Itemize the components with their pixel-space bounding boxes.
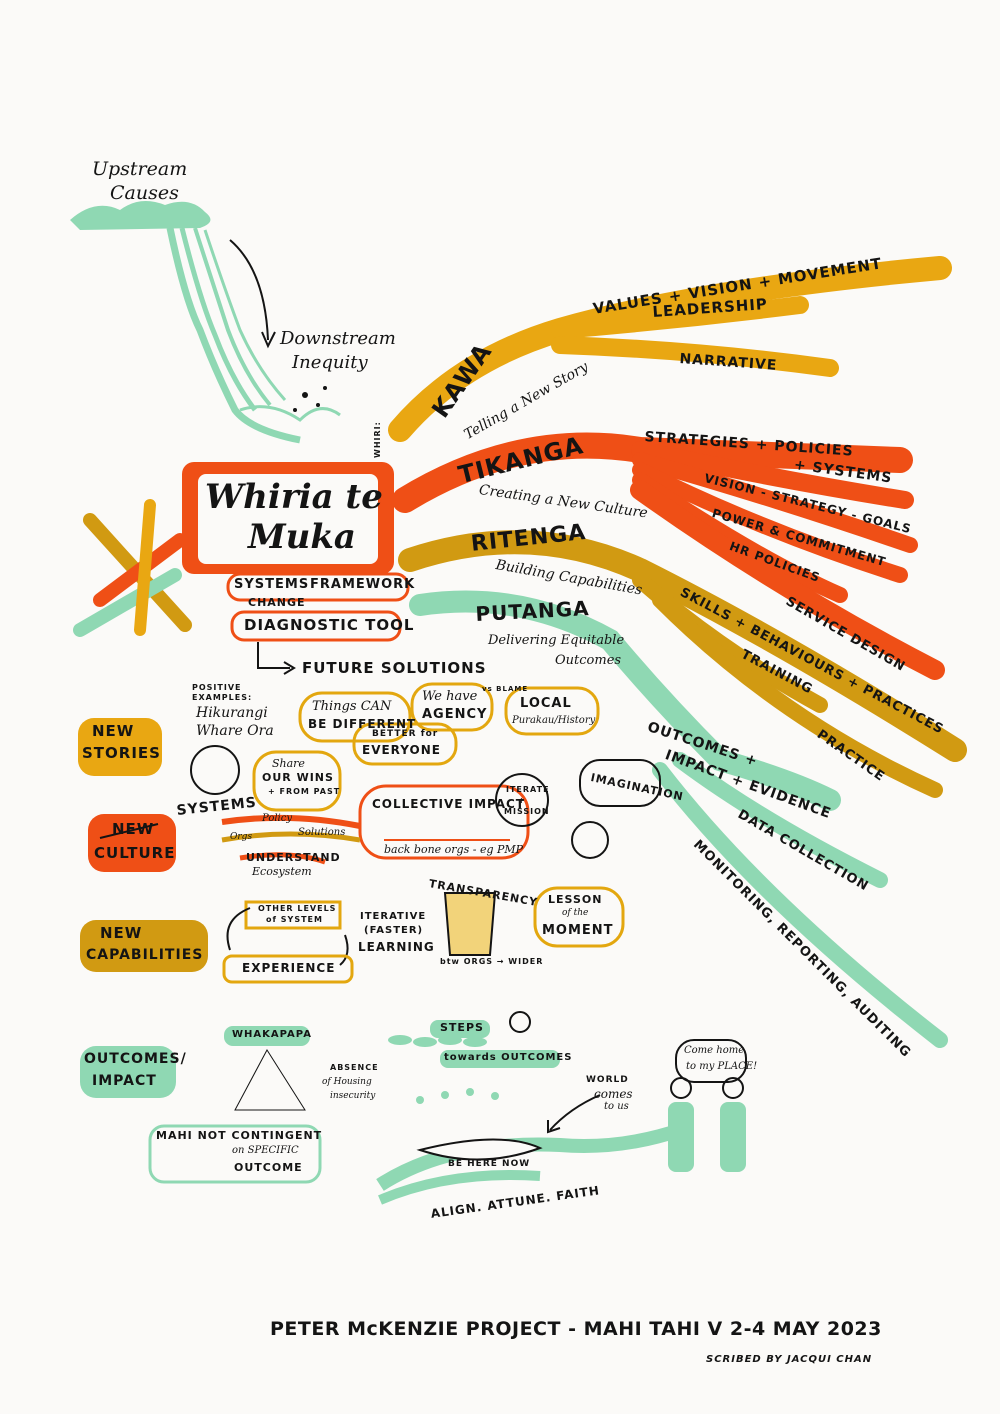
new-culture-label-line1: NEW [112, 820, 155, 838]
kawa-strand [388, 256, 952, 442]
systems-label: SYSTEMS [234, 577, 310, 592]
framework-label: FRAMEWORK [310, 577, 416, 592]
things-can-line1: Things CAN [312, 699, 392, 714]
new-culture-label-line2: CULTURE [94, 844, 176, 862]
policy-label: Policy [262, 813, 292, 824]
whakapapa-label: WHAKAPAPA [232, 1029, 312, 1040]
upstream-label-line1: Upstream [92, 158, 188, 180]
new-capabilities-label-line2: CAPABILITIES [86, 947, 204, 963]
mahi-line3: OUTCOME [234, 1161, 303, 1174]
come-home-line1: Come home [684, 1045, 745, 1056]
steps-line2: towards OUTCOMES [444, 1052, 573, 1063]
absence-line2: of Housing [322, 1077, 372, 1087]
iterate-line1: ITERATE [506, 785, 550, 794]
putanga-title: PUTANGA [474, 596, 591, 626]
better-line1: BETTER for [372, 729, 439, 739]
outcomes-diagram [148, 1011, 747, 1205]
outcomes-impact-label-line2: IMPACT [92, 1073, 157, 1089]
tikanga-strand [392, 432, 945, 680]
absence-line3: insecurity [330, 1091, 376, 1101]
diagnostic-tool-label: DIAGNOSTIC TOOL [244, 616, 415, 634]
solutions-label: Solutions [298, 827, 346, 838]
collective-impact-label: COLLECTIVE IMPACT [372, 797, 525, 811]
framework-boxes [226, 572, 410, 675]
systems-stripes [221, 814, 361, 865]
collective-impact-box [99, 759, 661, 860]
iterative-line1: ITERATIVE [360, 911, 427, 922]
story-bubbles [190, 682, 600, 812]
iterative-line3: LEARNING [358, 940, 435, 954]
vs-blame: vs BLAME [482, 685, 529, 693]
new-stories-label-line2: STORIES [82, 744, 161, 762]
woven-strands-icon [73, 499, 192, 637]
center-title-line1: Whiria te [205, 477, 383, 517]
putanga-subtitle-line2: Outcomes [555, 653, 622, 668]
future-solutions-label: FUTURE SOLUTIONS [302, 659, 487, 677]
orgs-label: Orgs [230, 832, 253, 842]
be-here-now: BE HERE NOW [448, 1159, 531, 1169]
hikurangi-line1: Hikurangi [196, 705, 268, 721]
mahi-line2: on SPECIFIC [232, 1145, 299, 1156]
share-line3: + FROM PAST [268, 787, 341, 796]
waterfall-illustration [70, 201, 341, 444]
section-label-blobs [78, 718, 208, 1098]
experience-label: EXPERIENCE [242, 961, 336, 975]
things-can-line2: BE DIFFERENT [308, 717, 417, 731]
btw-orgs-label: btw ORGS → WIDER [440, 957, 544, 966]
new-capabilities-label-line1: NEW [100, 924, 143, 942]
lesson-line2: of the [562, 908, 589, 918]
backbone-label: back bone orgs - eg PMP [384, 843, 524, 856]
local-line1: LOCAL [520, 696, 572, 711]
lesson-line3: MOMENT [542, 923, 614, 938]
capabilities-diagram [222, 886, 625, 984]
hikurangi-line2: Whare Ora [196, 723, 274, 739]
share-line1: Share [272, 757, 305, 770]
steps-line1: STEPS [440, 1021, 484, 1034]
world-line2: comes [594, 1087, 633, 1101]
footer-title: PETER McKENZIE PROJECT - MAHI TAHI V 2-4… [270, 1318, 882, 1340]
world-line1: WORLD [586, 1075, 629, 1085]
understand-line1: UNDERSTAND [246, 851, 341, 864]
positive-examples-line1: POSITIVE [192, 683, 242, 692]
iterate-line3: MISSION [504, 807, 550, 816]
local-line2: Purakau/History [512, 715, 596, 726]
change-label: CHANGE [248, 596, 306, 609]
mahi-line1: MAHI NOT CONTINGENT [156, 1129, 323, 1142]
understand-line2: Ecosystem [252, 865, 312, 878]
center-frame [182, 462, 394, 574]
share-line2: OUR WINS [262, 771, 334, 784]
center-title-line2: Muka [248, 517, 356, 557]
lesson-line1: LESSON [548, 893, 603, 906]
footer-credit: SCRIBED BY JACQUI CHAN [706, 1354, 873, 1365]
new-stories-label-line1: NEW [92, 722, 135, 740]
downstream-label-line1: Downstream [280, 328, 396, 349]
iterative-line2: (FASTER) [364, 925, 424, 936]
absence-line1: ABSENCE [330, 1063, 379, 1072]
other-levels-line2: of SYSTEM [266, 915, 323, 924]
agency-line2: AGENCY [422, 707, 488, 722]
other-levels-line1: OTHER LEVELS [258, 904, 337, 913]
positive-examples-line2: EXAMPLES: [192, 693, 253, 702]
putanga-strand [409, 590, 948, 1048]
world-line3: to us [604, 1101, 629, 1112]
better-line2: EVERYONE [362, 743, 441, 757]
putanga-subtitle-line1: Delivering Equitable [488, 633, 625, 648]
come-home-line2: to my PLACE! [686, 1061, 758, 1072]
ritenga-strand [398, 530, 967, 798]
outcomes-impact-label-line1: OUTCOMES/ [84, 1051, 187, 1067]
upstream-label-line2: Causes [110, 182, 179, 204]
downstream-label-line2: Inequity [292, 352, 368, 373]
whiri-label: WHIRI: [373, 421, 382, 458]
agency-line1: We have [422, 689, 478, 704]
iterate-line2: + [518, 796, 526, 805]
